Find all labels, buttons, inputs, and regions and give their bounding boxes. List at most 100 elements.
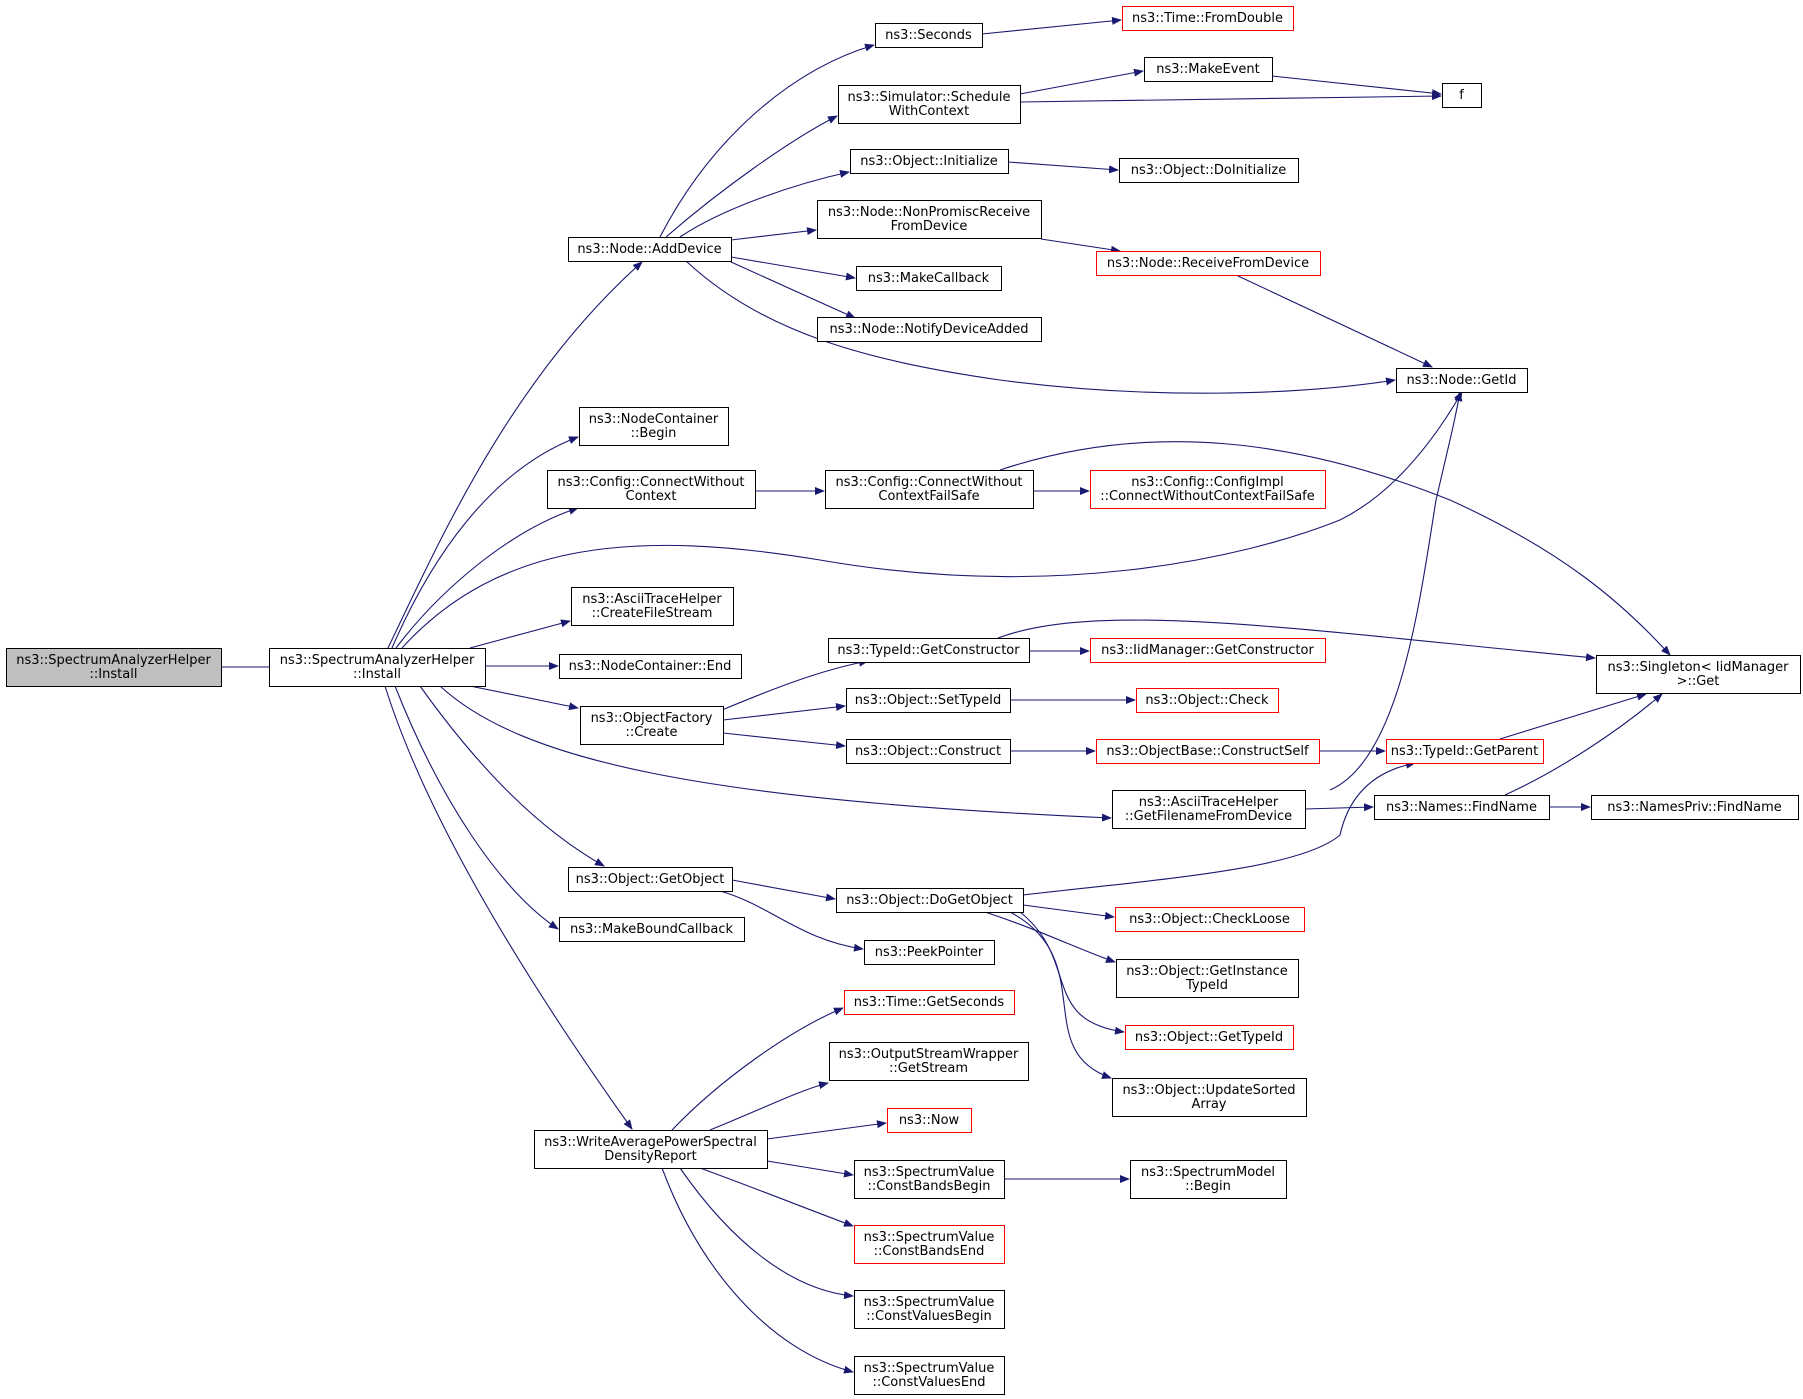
node-box[interactable] (269, 648, 486, 687)
node-box[interactable] (854, 1225, 1005, 1264)
node-box[interactable] (817, 200, 1042, 239)
node-cfg_cwc[interactable]: ns3::Config::ConnectWithoutContext (547, 470, 756, 509)
node-box[interactable] (828, 638, 1030, 663)
node-box[interactable] (1112, 790, 1306, 829)
node-makecallback[interactable]: ns3::MakeCallback (856, 266, 1002, 291)
node-osw_getstream[interactable]: ns3::OutputStreamWrapper::GetStream (829, 1042, 1029, 1081)
node-box[interactable] (1591, 795, 1799, 820)
node-box[interactable] (887, 1108, 972, 1133)
node-box[interactable] (1386, 739, 1544, 764)
node-getid[interactable]: ns3::Node::GetId (1396, 368, 1528, 393)
node-writeavg[interactable]: ns3::WriteAveragePowerSpectralDensityRep… (534, 1130, 768, 1169)
node-objbase_cs[interactable]: ns3::ObjectBase::ConstructSelf (1096, 739, 1320, 764)
node-box[interactable] (846, 739, 1011, 764)
node-box[interactable] (846, 688, 1011, 713)
node-box[interactable] (856, 266, 1002, 291)
node-checkloose[interactable]: ns3::Object::CheckLoose (1115, 907, 1305, 932)
node-box[interactable] (559, 654, 742, 679)
node-getctor[interactable]: ns3::TypeId::GetConstructor (828, 638, 1030, 663)
node-sv_cve[interactable]: ns3::SpectrumValue::ConstValuesEnd (854, 1356, 1005, 1395)
node-dogetobject[interactable]: ns3::Object::DoGetObject (836, 888, 1024, 913)
node-box[interactable] (817, 317, 1042, 342)
node-peekptr[interactable]: ns3::PeekPointer (864, 940, 995, 965)
node-box[interactable] (1115, 907, 1305, 932)
node-box[interactable] (579, 407, 729, 446)
node-ascii_gffd[interactable]: ns3::AsciiTraceHelper::GetFilenameFromDe… (1112, 790, 1306, 829)
node-box[interactable] (1136, 688, 1279, 713)
node-sv_cvb[interactable]: ns3::SpectrumValue::ConstValuesBegin (854, 1290, 1005, 1329)
node-makeevent[interactable]: ns3::MakeEvent (1144, 57, 1273, 82)
node-sm_begin[interactable]: ns3::SpectrumModel::Begin (1130, 1160, 1287, 1199)
node-box[interactable] (568, 237, 732, 262)
node-box[interactable] (838, 85, 1021, 124)
node-cfg_cwcfs[interactable]: ns3::Config::ConnectWithoutContextFailSa… (825, 470, 1034, 509)
node-box[interactable] (844, 990, 1015, 1015)
node-ascii_cfs[interactable]: ns3::AsciiTraceHelper::CreateFileStream (571, 587, 734, 626)
node-box[interactable] (1119, 158, 1299, 183)
node-box[interactable] (1112, 1078, 1307, 1117)
node-adddevice[interactable]: ns3::Node::AddDevice (568, 237, 732, 262)
node-root[interactable]: ns3::SpectrumAnalyzerHelper::Install (6, 648, 222, 687)
node-box[interactable] (534, 1130, 768, 1169)
node-box[interactable] (1374, 795, 1550, 820)
node-box[interactable] (864, 940, 995, 965)
node-box[interactable] (1096, 251, 1321, 276)
node-box[interactable] (1125, 1025, 1294, 1050)
node-getobject[interactable]: ns3::Object::GetObject (568, 867, 733, 892)
node-box[interactable] (571, 587, 734, 626)
node-box[interactable] (1442, 83, 1482, 108)
node-singleton_get[interactable]: ns3::Singleton< IidManager >::Get (1596, 655, 1801, 694)
node-box[interactable] (854, 1290, 1005, 1329)
node-box[interactable] (825, 470, 1034, 509)
node-construct[interactable]: ns3::Object::Construct (846, 739, 1011, 764)
node-box[interactable] (829, 1042, 1029, 1081)
node-box[interactable] (1116, 959, 1299, 998)
node-seconds[interactable]: ns3::Seconds (875, 23, 983, 48)
node-makebound[interactable]: ns3::MakeBoundCallback (559, 917, 745, 942)
node-obj_init[interactable]: ns3::Object::Initialize (850, 149, 1009, 174)
node-box[interactable] (580, 706, 724, 745)
node-box[interactable] (1130, 1160, 1287, 1199)
node-sv_cbe[interactable]: ns3::SpectrumValue::ConstBandsEnd (854, 1225, 1005, 1264)
node-recvfromdev[interactable]: ns3::Node::ReceiveFromDevice (1096, 251, 1321, 276)
node-objfactory[interactable]: ns3::ObjectFactory::Create (580, 706, 724, 745)
node-install[interactable]: ns3::SpectrumAnalyzerHelper::Install (269, 648, 486, 687)
node-box[interactable] (6, 648, 222, 687)
node-notifydev[interactable]: ns3::Node::NotifyDeviceAdded (817, 317, 1042, 342)
node-box[interactable] (547, 470, 756, 509)
node-now[interactable]: ns3::Now (887, 1108, 972, 1133)
node-box[interactable] (1396, 368, 1528, 393)
node-box[interactable] (854, 1356, 1005, 1395)
node-getseconds[interactable]: ns3::Time::GetSeconds (844, 990, 1015, 1015)
node-settypeid[interactable]: ns3::Object::SetTypeId (846, 688, 1011, 713)
node-configimpl[interactable]: ns3::Config::ConfigImpl::ConnectWithoutC… (1090, 470, 1326, 509)
node-box[interactable] (1144, 57, 1273, 82)
node-namespriv_findname[interactable]: ns3::NamesPriv::FindName (1591, 795, 1799, 820)
node-box[interactable] (559, 917, 745, 942)
node-fromdouble[interactable]: ns3::Time::FromDouble (1122, 6, 1294, 31)
node-box[interactable] (850, 149, 1009, 174)
node-box[interactable] (1122, 6, 1294, 31)
node-sv_cbb[interactable]: ns3::SpectrumValue::ConstBandsBegin (854, 1160, 1005, 1199)
node-gettypeid[interactable]: ns3::Object::GetTypeId (1125, 1025, 1294, 1050)
node-nc_begin[interactable]: ns3::NodeContainer::Begin (579, 407, 729, 446)
node-box[interactable] (1096, 739, 1320, 764)
node-box[interactable] (1090, 638, 1326, 663)
node-iidmgr_getctor[interactable]: ns3::IidManager::GetConstructor (1090, 638, 1326, 663)
node-names_findname[interactable]: ns3::Names::FindName (1374, 795, 1550, 820)
node-box[interactable] (854, 1160, 1005, 1199)
node-typeid_getparent[interactable]: ns3::TypeId::GetParent (1386, 739, 1544, 764)
node-doinit[interactable]: ns3::Object::DoInitialize (1119, 158, 1299, 183)
node-nc_end[interactable]: ns3::NodeContainer::End (559, 654, 742, 679)
node-box[interactable] (1090, 470, 1326, 509)
node-box[interactable] (1596, 655, 1801, 694)
node-box[interactable] (836, 888, 1024, 913)
node-box[interactable] (875, 23, 983, 48)
node-f[interactable]: f (1442, 83, 1482, 108)
node-obj_check[interactable]: ns3::Object::Check (1136, 688, 1279, 713)
node-box[interactable] (568, 867, 733, 892)
